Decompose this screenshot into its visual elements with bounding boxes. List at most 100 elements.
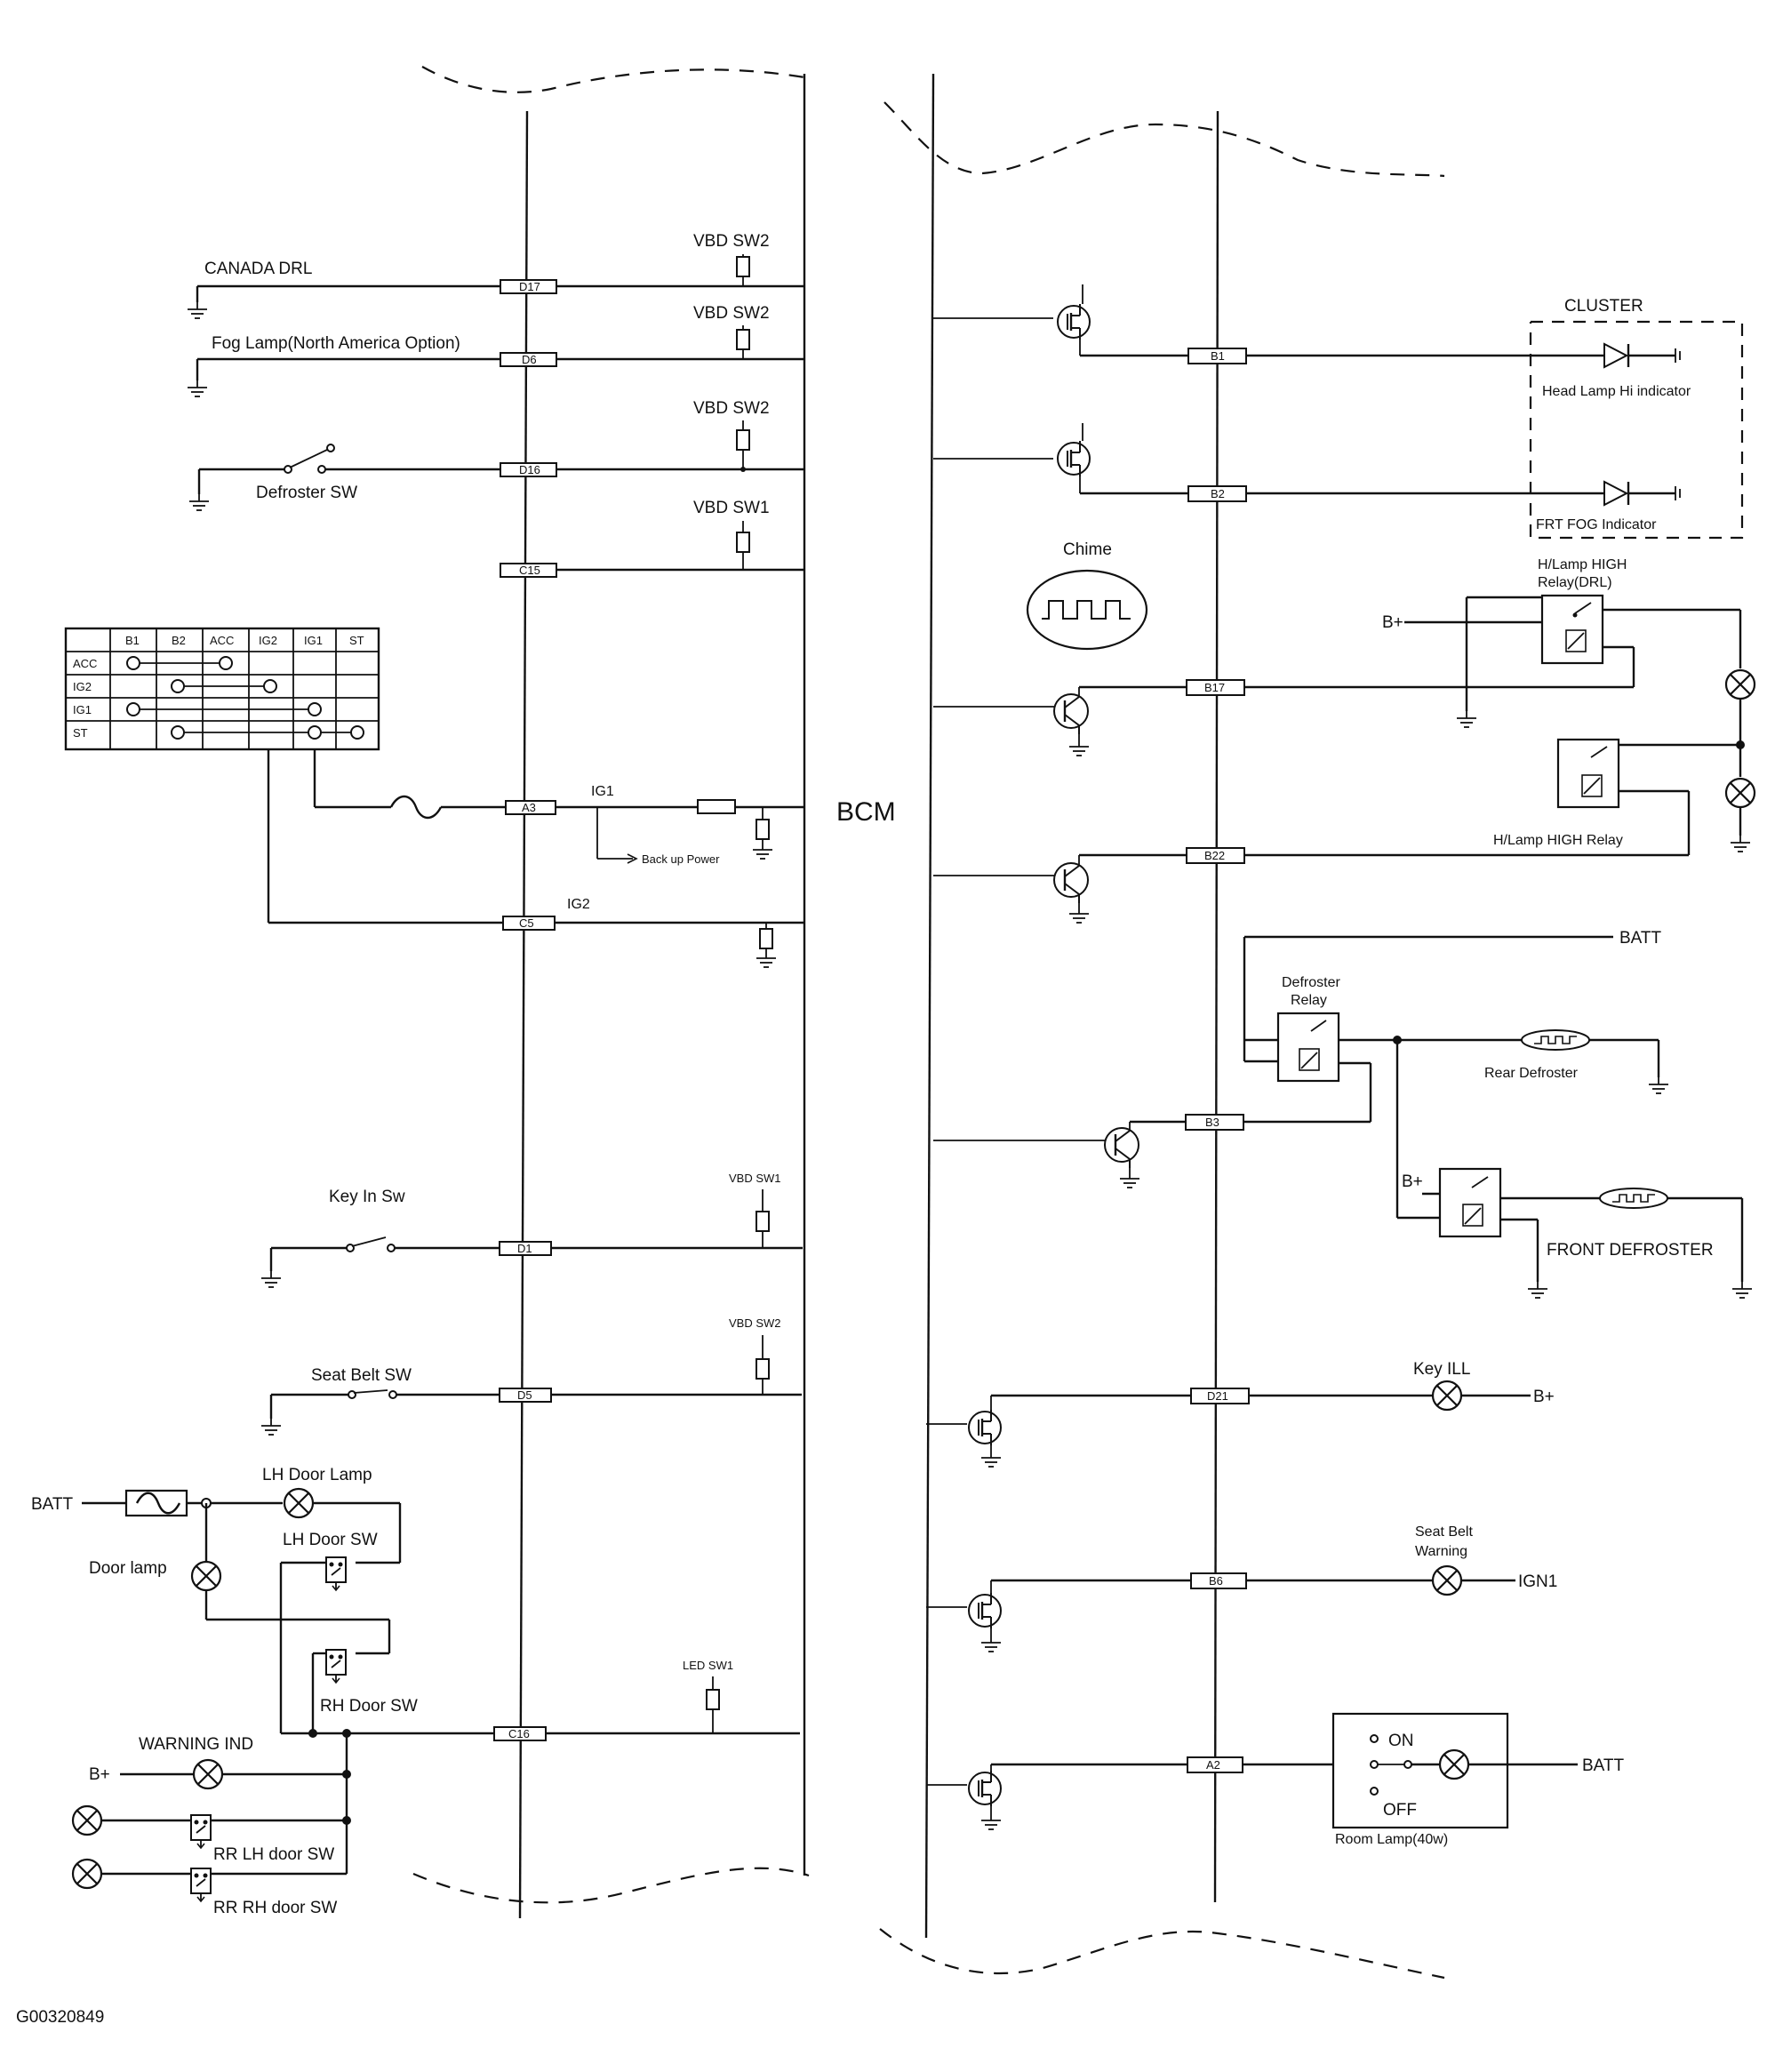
hlamp-high-relay-label: H/Lamp HIGH Relay [1493, 833, 1623, 848]
hlamp-high-relay-circuit: H/Lamp HIGH Relay [933, 738, 1740, 924]
key-ill-label: Key ILL [1413, 1360, 1470, 1379]
svg-text:C15: C15 [519, 564, 540, 577]
room-lamp-label: Room Lamp(40w) [1335, 1832, 1448, 1847]
door-lamp-label: Door lamp [89, 1559, 167, 1578]
svg-text:B2: B2 [1211, 487, 1225, 500]
fog-lamp-label: Fog Lamp(North America Option) [212, 334, 460, 353]
svg-text:C5: C5 [519, 916, 534, 930]
table-row-st: ST [73, 726, 88, 740]
hlamp-high-relay-drl-label-2: Relay(DRL) [1538, 575, 1612, 590]
table-col-ig2: IG2 [259, 634, 277, 647]
svg-text:A3: A3 [522, 801, 536, 814]
backup-power-label: Back up Power [642, 852, 720, 866]
connector-c5: C5 [502, 916, 556, 931]
vbd-sw1-label: VBD SW1 [693, 499, 770, 517]
b-plus-label: B+ [1402, 1172, 1423, 1191]
svg-text:D6: D6 [522, 353, 537, 366]
frt-fog-indicator-label: FRT FOG Indicator [1536, 517, 1657, 532]
seat-belt-sw-label: Seat Belt SW [311, 1366, 412, 1385]
room-lamp-circuit: ON OFF Room Lamp(40w) BATT [926, 1712, 1625, 1847]
svg-text:B17: B17 [1204, 681, 1225, 694]
vbd-sw2-label: VBD SW2 [693, 232, 770, 251]
table-col-st: ST [349, 634, 364, 647]
door-circuit: BATT LH Door Lamp LH Door SW Door lamp R… [31, 1466, 800, 1917]
vbd-sw2-label: VBD SW2 [693, 304, 770, 323]
connector-c15: C15 [500, 563, 557, 578]
off-label: OFF [1383, 1801, 1417, 1820]
defroster-relay-label-2: Relay [1291, 993, 1327, 1008]
hlamp-high-relay-drl-circuit: H/Lamp HIGH Relay(DRL) B+ [933, 557, 1756, 852]
connector-d6: D6 [500, 352, 557, 367]
right-connector-pins: B1 B2 B17 B22 B3 D21 B6 A2 [1185, 348, 1250, 1773]
batt-label: BATT [1582, 1756, 1625, 1775]
b-plus-label: B+ [1382, 613, 1403, 632]
connector-a2: A2 [1187, 1756, 1243, 1773]
b-plus-label: B+ [89, 1765, 110, 1784]
connector-d1: D1 [499, 1241, 552, 1256]
chime: Chime [1026, 540, 1148, 651]
lh-door-lamp-label: LH Door Lamp [262, 1466, 372, 1484]
defroster-sw-label: Defroster SW [256, 484, 357, 502]
seat-belt-warning-label-1: Seat Belt [1415, 1524, 1473, 1540]
ign1-label: IGN1 [1518, 1572, 1557, 1591]
table-row-ig2: IG2 [73, 680, 92, 693]
defroster-relay-label-1: Defroster [1282, 975, 1340, 990]
batt-label: BATT [1619, 929, 1662, 948]
rh-door-sw-label: RH Door SW [320, 1697, 418, 1716]
connector-d17: D17 [500, 279, 557, 294]
ig2-circuit: IG2 [267, 749, 804, 968]
lh-door-sw-label: LH Door SW [283, 1531, 378, 1549]
hlamp-high-relay-drl-label-1: H/Lamp HIGH [1538, 557, 1627, 572]
svg-text:B22: B22 [1204, 849, 1225, 862]
table-col-b1: B1 [125, 634, 140, 647]
b-plus-label: B+ [1533, 1388, 1555, 1406]
ig2-label: IG2 [567, 897, 590, 912]
figure-id: G00320849 [16, 2008, 104, 2027]
canada-drl-circuit: CANADA DRL VBD SW2 [187, 232, 804, 319]
warning-ind-label: WARNING IND [139, 1735, 253, 1754]
vbd-sw1-label: VBD SW1 [729, 1172, 781, 1185]
c15-circuit: VBD SW1 [527, 499, 804, 572]
defroster-switch-circuit: Defroster SW VBD SW2 [188, 399, 804, 511]
table-col-acc: ACC [210, 634, 234, 647]
connector-d16: D16 [500, 462, 557, 477]
svg-text:D21: D21 [1207, 1389, 1228, 1403]
key-in-switch-circuit: Key In Sw VBD SW1 [260, 1172, 803, 1288]
canada-drl-label: CANADA DRL [204, 260, 312, 278]
svg-text:D17: D17 [519, 280, 540, 293]
vbd-sw2-label: VBD SW2 [729, 1316, 781, 1330]
svg-text:B1: B1 [1211, 349, 1225, 363]
fog-lamp-circuit: Fog Lamp(North America Option) VBD SW2 [187, 304, 804, 397]
rr-lh-door-sw-label: RR LH door SW [213, 1845, 334, 1864]
cluster-circuit: CLUSTER Head Lamp Hi indicator FRT FOG I… [933, 284, 1744, 540]
vbd-sw2-label: VBD SW2 [693, 399, 770, 418]
table-row-acc: ACC [73, 657, 97, 670]
on-label: ON [1388, 1732, 1414, 1750]
connector-d21: D21 [1190, 1388, 1250, 1404]
rear-defroster-label: Rear Defroster [1484, 1066, 1579, 1081]
rr-rh-door-sw-label: RR RH door SW [213, 1899, 337, 1917]
svg-text:C16: C16 [508, 1727, 530, 1740]
connector-b17: B17 [1186, 679, 1245, 696]
cluster-label: CLUSTER [1564, 297, 1643, 316]
bcm-label: BCM [836, 797, 896, 827]
seat-belt-switch-circuit: Seat Belt SW VBD SW2 [260, 1316, 802, 1436]
ignition-switch-table: B1 B2 ACC IG2 IG1 ST ACC IG2 IG1 ST [64, 627, 380, 751]
head-lamp-hi-indicator-label: Head Lamp Hi indicator [1542, 384, 1691, 399]
left-connector-pins: D17 D6 D16 C15 A3 C5 D1 D5 C16 [493, 279, 557, 1741]
connector-b1: B1 [1187, 348, 1247, 364]
key-ill-circuit: Key ILL B+ [926, 1360, 1555, 1468]
connector-d5: D5 [499, 1388, 552, 1403]
bcm-body-outline [412, 66, 1445, 1980]
batt-label: BATT [31, 1495, 74, 1514]
svg-text:A2: A2 [1206, 1758, 1220, 1772]
connector-c16: C16 [493, 1726, 547, 1741]
led-sw1-label: LED SW1 [683, 1659, 733, 1672]
ig1-label: IG1 [591, 784, 614, 799]
svg-text:D5: D5 [517, 1388, 532, 1402]
defroster-relay-circuit: BATT Defroster Relay Rear Defroster B+ [933, 929, 1753, 1299]
chime-label: Chime [1063, 540, 1112, 559]
seat-belt-warning-label-2: Warning [1415, 1544, 1467, 1559]
connector-b2: B2 [1187, 485, 1247, 502]
